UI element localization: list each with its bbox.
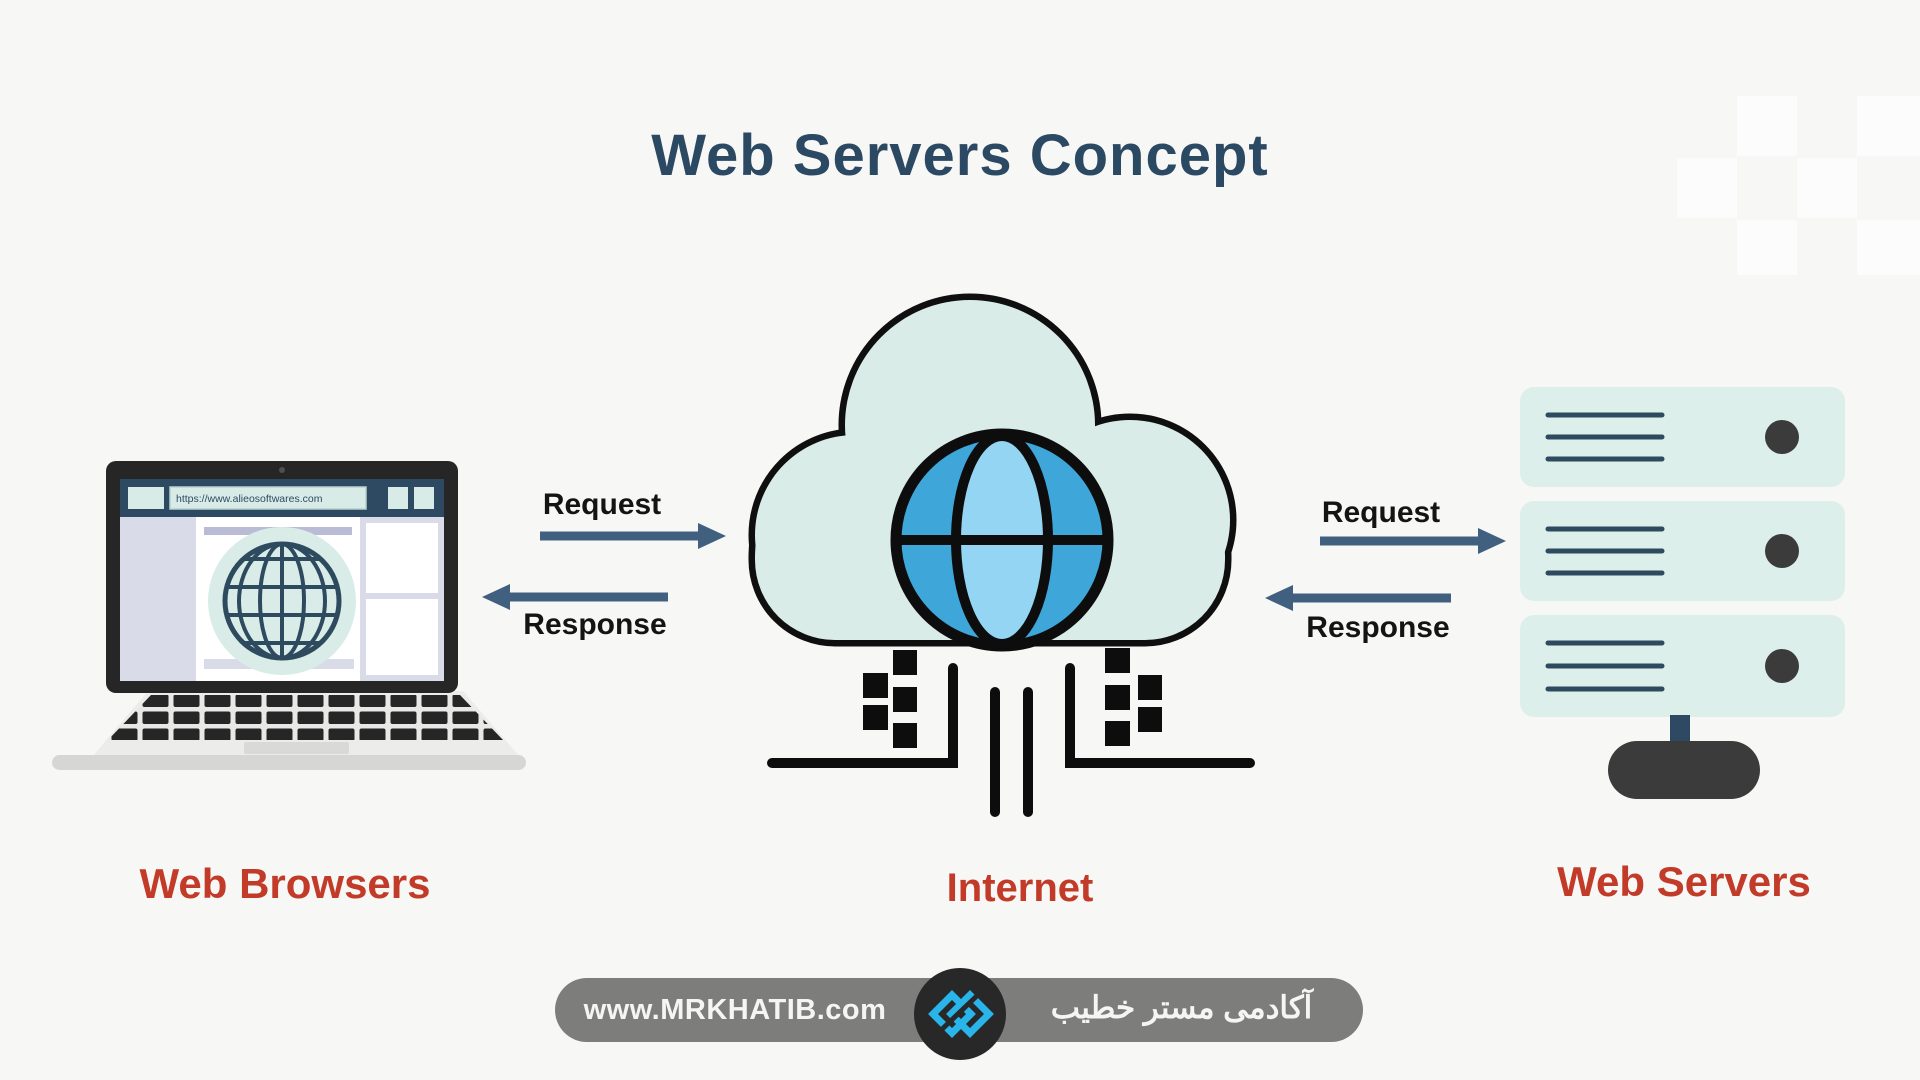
server-led (1765, 534, 1799, 568)
keyboard-keys (108, 695, 503, 740)
response-label-right: Response (1306, 611, 1450, 644)
page-title: Web Servers Concept (651, 123, 1269, 188)
browser-button (388, 487, 408, 509)
watermark-square (1857, 96, 1920, 156)
server-unit (1520, 501, 1845, 601)
request-label-left: Request (542, 488, 662, 521)
page-sidebar-block (120, 517, 196, 681)
browser-url-field (169, 486, 367, 510)
webcam-icon (279, 467, 285, 473)
watermark-square (1797, 158, 1857, 218)
server-led (1765, 649, 1799, 683)
response-label-left: Response (523, 608, 667, 641)
mrkhatib-logo (914, 968, 1006, 1060)
laptop-front-lip (52, 755, 526, 770)
request-arrow-left (540, 523, 726, 549)
footer-website-text: www.MRKHATIB.com (583, 994, 887, 1026)
browser-url-text: https://www.alieosoftwares.com (176, 493, 323, 505)
browser-button (414, 487, 434, 509)
request-label-right: Request (1321, 496, 1441, 529)
page-card (366, 523, 438, 593)
page-card (366, 599, 438, 675)
internet-cloud-icon (748, 293, 1255, 817)
watermark-square (1737, 96, 1797, 156)
watermark-square (1677, 158, 1737, 218)
response-arrow-left (482, 584, 668, 610)
request-arrow-right (1320, 528, 1506, 554)
web-browsers-label: Web Browsers (139, 860, 431, 907)
watermark-square (1737, 220, 1797, 275)
circuit-dots (863, 648, 1162, 748)
server-unit (1520, 615, 1845, 717)
response-arrow-right (1265, 585, 1451, 611)
watermark-square (1857, 220, 1920, 275)
trackpad (244, 742, 349, 754)
internet-label: Internet (946, 866, 1094, 910)
circuit-lines (767, 663, 1255, 817)
web-servers-label: Web Servers (1557, 858, 1811, 905)
browser-tab (128, 487, 164, 509)
server-rack-icon (1520, 387, 1845, 799)
footer-academy-text: آکادمی مستر خطیب (1050, 990, 1313, 1025)
mrkhatib-logo-icon (928, 988, 994, 1038)
internet-globe-icon (890, 428, 1114, 652)
laptop-icon: https://www.alieosoftwares.com (52, 461, 526, 770)
server-led (1765, 420, 1799, 454)
server-unit (1520, 387, 1845, 487)
server-stand-base (1608, 741, 1760, 799)
server-stand-stem (1670, 715, 1690, 747)
browser-globe-icon (208, 527, 356, 675)
